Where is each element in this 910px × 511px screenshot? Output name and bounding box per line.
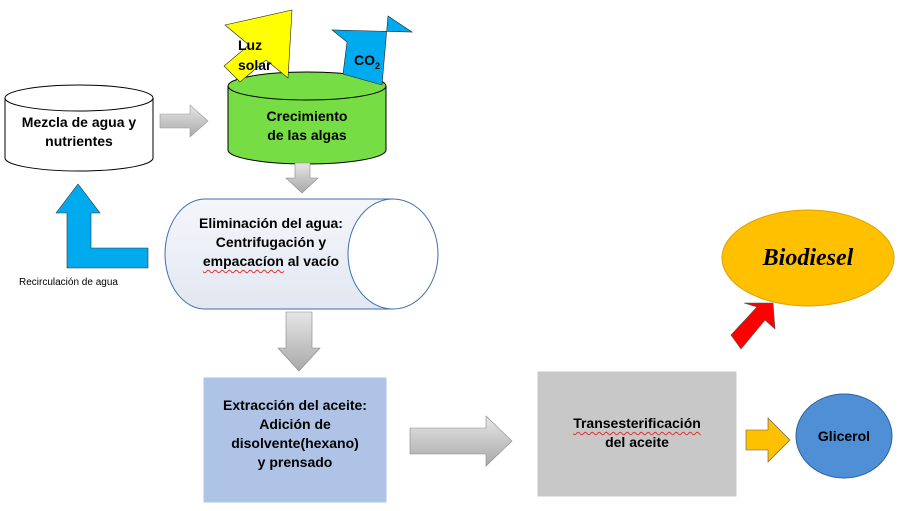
recirculacion-label: Recirculación de agua (19, 277, 118, 288)
arrow-crecimiento-to-eliminacion (285, 162, 319, 194)
biodiesel-ellipse (721, 209, 895, 307)
eliminacion-cylinder (164, 198, 439, 310)
crecimiento-label: Crecimiento de las algas (266, 108, 348, 143)
co2-label: CO2 (353, 52, 380, 71)
extraccion-label: Extracción del aceite: Adición de disolv… (223, 397, 367, 470)
recirculacion-arrow (55, 183, 149, 269)
arrow-to-biodiesel (730, 302, 776, 350)
eliminacion-label: Eliminación del agua: Centrifugación y e… (199, 215, 343, 269)
empacacion-word: empacacíon (202, 252, 284, 269)
arrow-to-glicerol (745, 417, 791, 463)
co2-arrow (331, 15, 414, 86)
glicerol-label: Glicerol (817, 428, 871, 444)
crecimiento-cylinder (227, 71, 387, 165)
mezcla-label: Mezcla de agua y nutrientes (21, 114, 137, 149)
luz-solar-arrow (223, 9, 293, 83)
arrow-extraccion-to-transesterificacion (409, 415, 513, 467)
transesterificacion-box (537, 371, 737, 497)
mezcla-cylinder (4, 84, 154, 172)
arrow-mezcla-to-crecimiento (159, 104, 209, 138)
biodiesel-label: Biodiesel (762, 245, 854, 271)
luz-solar-label: Luz solar (238, 37, 272, 73)
transesterificacion-label: Transesterificación del aceite (573, 415, 701, 450)
glicerol-circle (795, 393, 893, 479)
arrow-eliminacion-to-extraccion (277, 311, 321, 372)
extraccion-box (203, 377, 387, 503)
